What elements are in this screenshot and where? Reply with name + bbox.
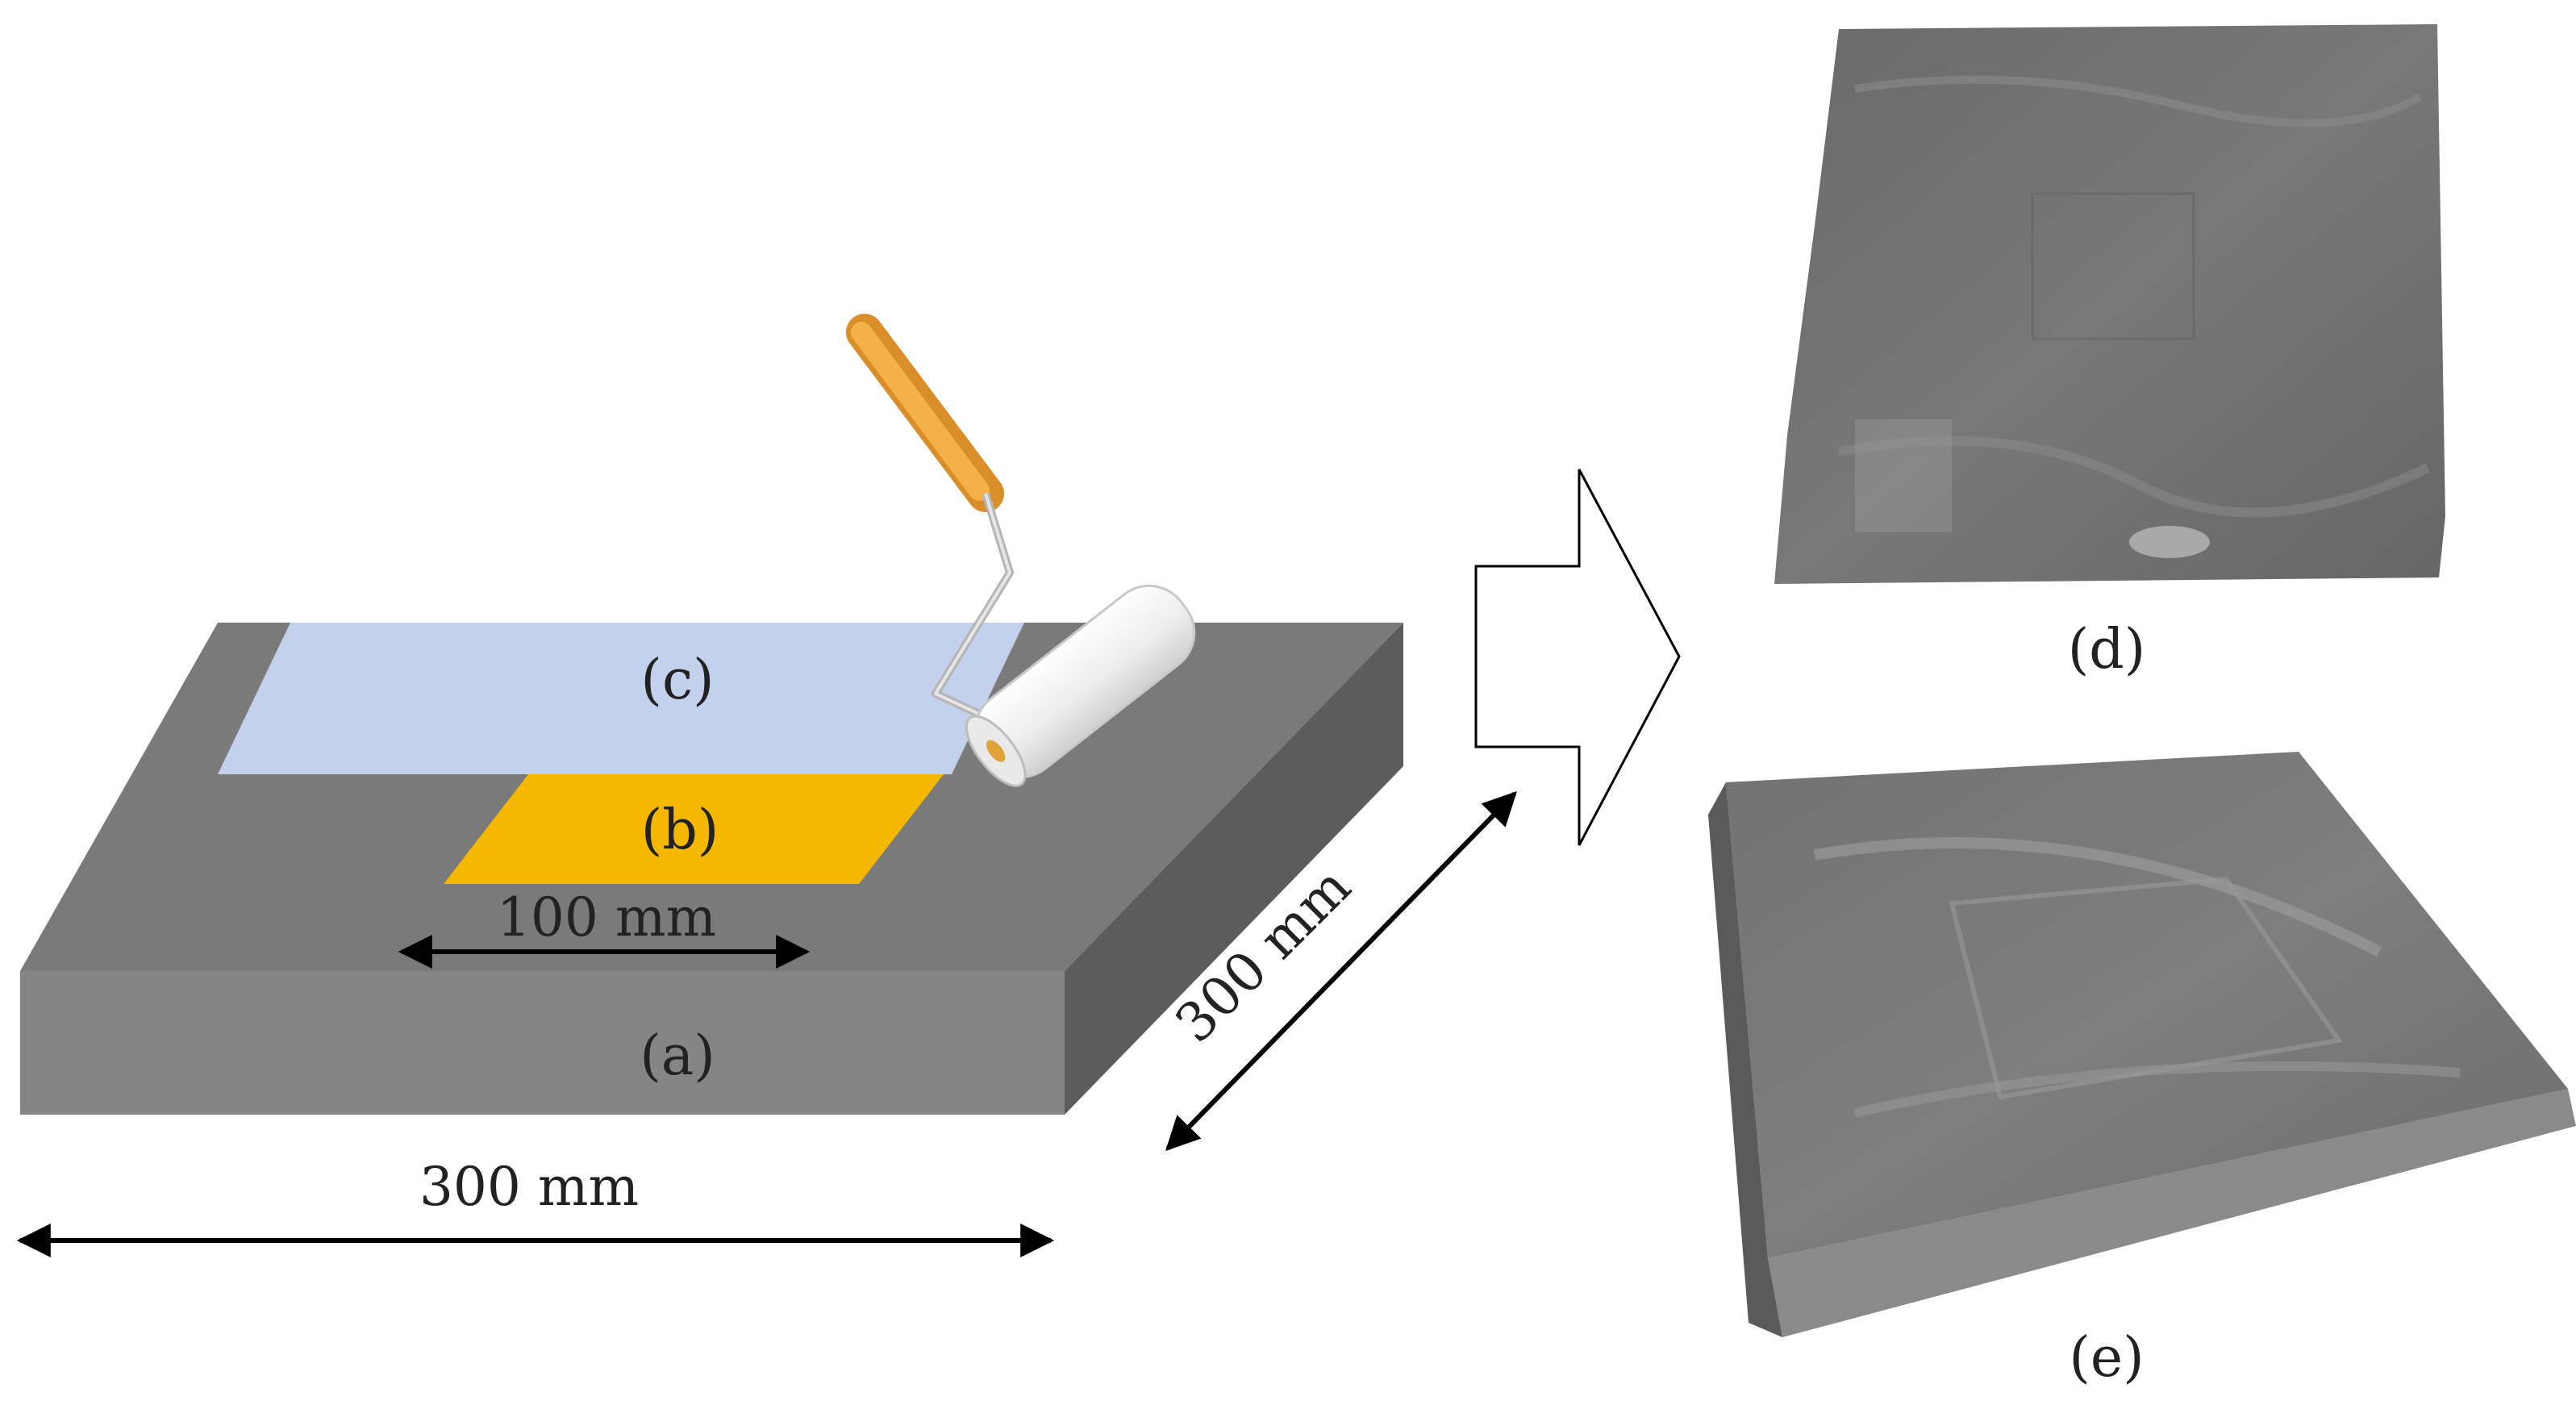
process-arrow-icon	[1474, 469, 1681, 846]
patch-area	[444, 774, 944, 884]
coating-layer	[218, 623, 1024, 774]
slab-front-face	[20, 971, 1065, 1115]
photo-slab-top-view	[1774, 24, 2445, 584]
label-patch: (b)	[641, 798, 719, 862]
dimension-label-width: 300 mm	[419, 1156, 639, 1218]
photo-slab-angled-view	[1708, 752, 2576, 1337]
label-coating: (c)	[640, 648, 714, 712]
dimension-label-100mm: 100 mm	[497, 886, 716, 948]
dimension-arrow-depth	[1165, 790, 1517, 1152]
paint-roller-icon	[846, 314, 1196, 787]
label-slab: (a)	[640, 1024, 715, 1088]
label-photo-angled: (e)	[2069, 1326, 2144, 1390]
label-photo-top: (d)	[2068, 618, 2146, 682]
